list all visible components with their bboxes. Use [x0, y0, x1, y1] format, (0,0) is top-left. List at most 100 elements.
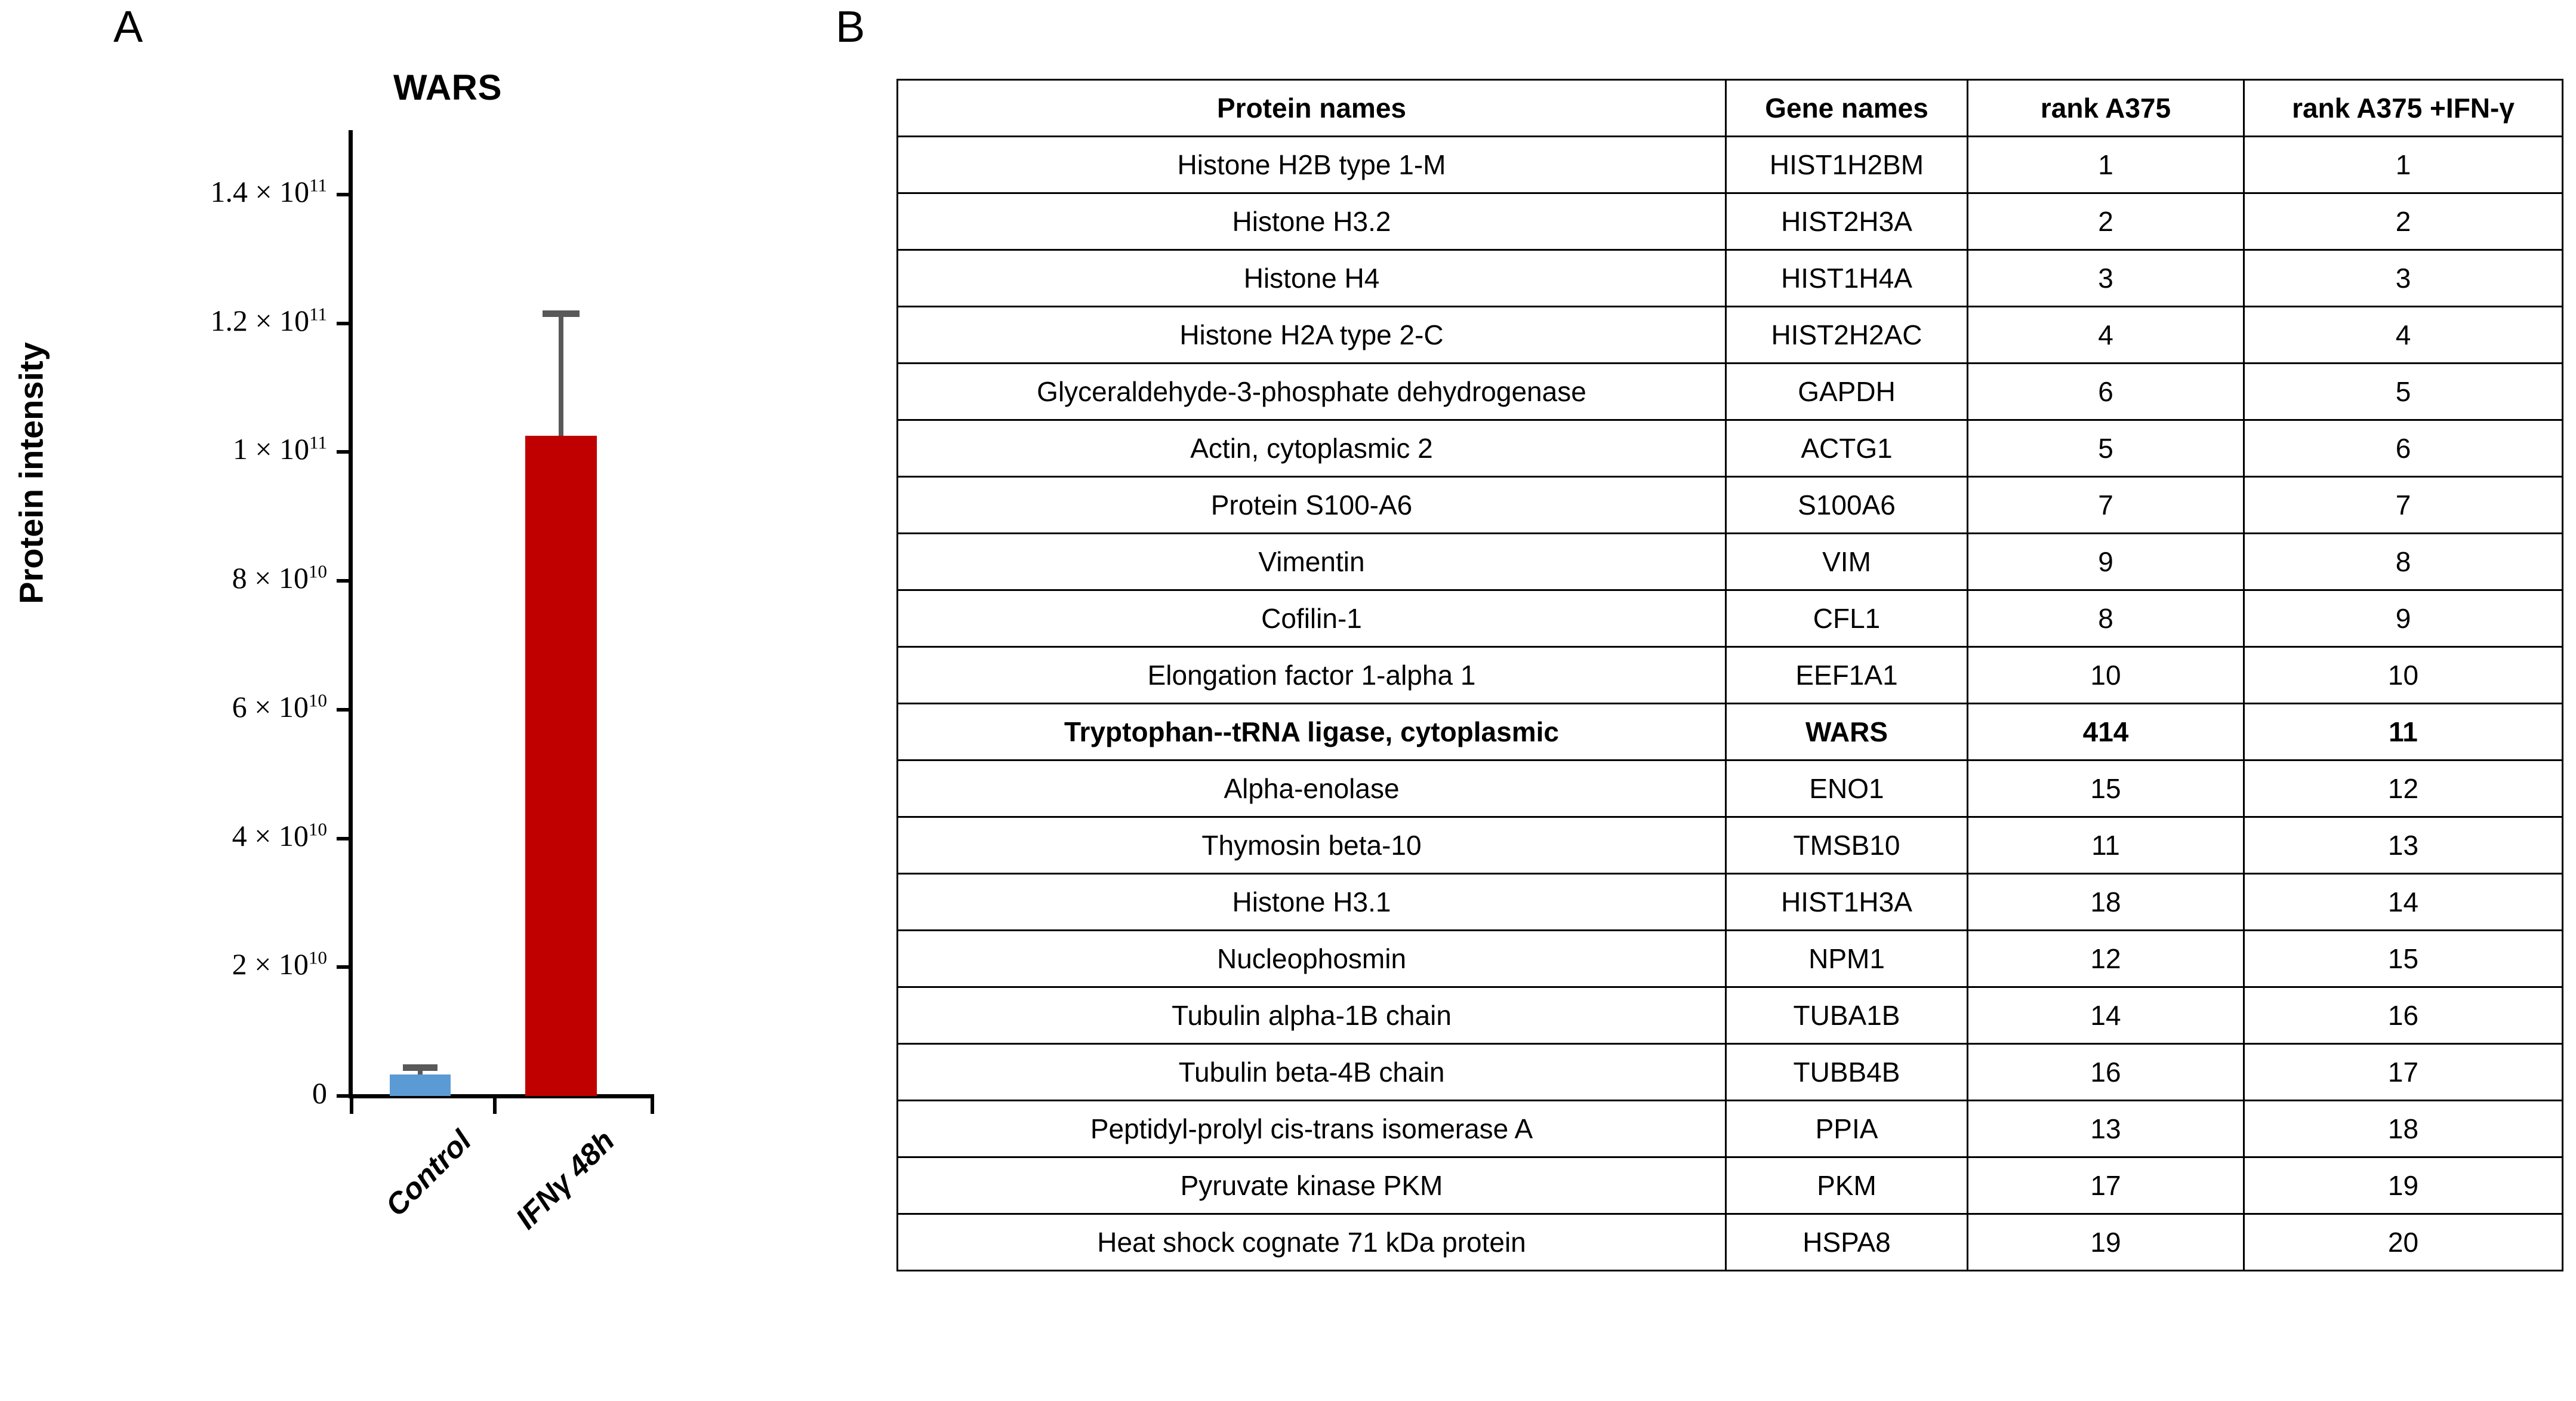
cell-gene-name: HSPA8	[1725, 1213, 1968, 1271]
cell-rank-a375-ifng: 13	[2243, 816, 2563, 875]
cell-rank-a375: 5	[1967, 419, 2245, 478]
y-axis-tick-label: 1.2 × 1011	[210, 303, 327, 337]
cell-protein-name: Peptidyl-prolyl cis-trans isomerase A	[896, 1100, 1727, 1158]
cell-rank-a375: 13	[1967, 1100, 2245, 1158]
cell-rank-a375: 7	[1967, 476, 2245, 534]
cell-gene-name: EEF1A1	[1725, 646, 1968, 704]
cell-rank-a375: 18	[1967, 873, 2245, 931]
cell-gene-name: HIST1H2BM	[1725, 136, 1968, 194]
cell-rank-a375-ifng: 14	[2243, 873, 2563, 931]
col-header-rank-a375: rank A375	[1967, 79, 2245, 137]
bar-ifng	[525, 436, 597, 1096]
cell-rank-a375-ifng: 9	[2243, 589, 2563, 648]
y-axis-tick-label: 2 × 1010	[232, 947, 327, 981]
x-axis-tick	[493, 1098, 497, 1114]
cell-rank-a375-ifng: 1	[2243, 136, 2563, 194]
error-bar-cap	[403, 1064, 437, 1071]
table-header-row: Protein names Gene names rank A375 rank …	[896, 79, 2563, 137]
cell-protein-name: Histone H2A type 2-C	[896, 306, 1727, 364]
col-header-gene-names: Gene names	[1725, 79, 1968, 137]
y-axis-tick	[337, 579, 349, 583]
cell-protein-name: Tubulin alpha-1B chain	[896, 986, 1727, 1045]
x-axis-label-ifng-48h: IFNγ 48h	[509, 1123, 621, 1236]
cell-rank-a375: 15	[1967, 759, 2245, 818]
cell-rank-a375-ifng: 5	[2243, 362, 2563, 421]
cell-rank-a375: 3	[1967, 249, 2245, 307]
cell-gene-name: S100A6	[1725, 476, 1968, 534]
y-axis-tick-label: 6 × 1010	[232, 689, 327, 723]
y-axis-line	[349, 130, 353, 1098]
cell-gene-name: VIM	[1725, 532, 1968, 591]
cell-gene-name: PKM	[1725, 1156, 1968, 1215]
panel-letter-a: A	[113, 2, 143, 51]
cell-rank-a375: 16	[1967, 1043, 2245, 1101]
cell-rank-a375-ifng: 16	[2243, 986, 2563, 1045]
cell-rank-a375: 11	[1967, 816, 2245, 875]
cell-gene-name: GAPDH	[1725, 362, 1968, 421]
cell-gene-name: ENO1	[1725, 759, 1968, 818]
y-axis-tick-label: 1.4 × 1011	[210, 174, 327, 208]
cell-rank-a375-ifng: 3	[2243, 249, 2563, 307]
cell-gene-name: WARS	[1725, 703, 1968, 761]
col-header-protein-names: Protein names	[896, 79, 1727, 137]
cell-rank-a375: 14	[1967, 986, 2245, 1045]
cell-protein-name: Histone H3.1	[896, 873, 1727, 931]
bar-control	[390, 1074, 451, 1096]
cell-protein-name: Tubulin beta-4B chain	[896, 1043, 1727, 1101]
x-axis-line	[349, 1094, 654, 1098]
panel-letter-b: B	[836, 2, 865, 51]
y-axis-tick	[337, 1094, 349, 1098]
cell-rank-a375-ifng: 12	[2243, 759, 2563, 818]
cell-rank-a375-ifng: 18	[2243, 1100, 2563, 1158]
cell-rank-a375: 2	[1967, 192, 2245, 251]
cell-rank-a375-ifng: 2	[2243, 192, 2563, 251]
y-axis-tick-label: 1 × 1011	[232, 432, 327, 466]
cell-rank-a375-ifng: 15	[2243, 929, 2563, 988]
cell-gene-name: HIST2H3A	[1725, 192, 1968, 251]
cell-gene-name: HIST1H3A	[1725, 873, 1968, 931]
y-axis-title: Protein intensity	[12, 342, 50, 604]
cell-gene-name: ACTG1	[1725, 419, 1968, 478]
y-axis-tick	[337, 192, 349, 196]
cell-rank-a375-ifng: 17	[2243, 1043, 2563, 1101]
cell-protein-name: Vimentin	[896, 532, 1727, 591]
cell-protein-name: Thymosin beta-10	[896, 816, 1727, 875]
cell-rank-a375: 1	[1967, 136, 2245, 194]
cell-gene-name: HIST1H4A	[1725, 249, 1968, 307]
cell-rank-a375-ifng: 8	[2243, 532, 2563, 591]
x-axis-tick	[651, 1098, 654, 1114]
cell-gene-name: TUBA1B	[1725, 986, 1968, 1045]
cell-rank-a375: 9	[1967, 532, 2245, 591]
cell-protein-name: Tryptophan--tRNA ligase, cytoplasmic	[896, 703, 1727, 761]
y-axis-tick-label: 4 × 1010	[232, 818, 327, 852]
cell-gene-name: CFL1	[1725, 589, 1968, 648]
cell-gene-name: TUBB4B	[1725, 1043, 1968, 1101]
cell-rank-a375: 10	[1967, 646, 2245, 704]
error-bar-stem	[559, 310, 563, 436]
cell-rank-a375: 17	[1967, 1156, 2245, 1215]
cell-rank-a375-ifng: 10	[2243, 646, 2563, 704]
cell-gene-name: NPM1	[1725, 929, 1968, 988]
cell-protein-name: Pyruvate kinase PKM	[896, 1156, 1727, 1215]
error-bar-cap	[543, 310, 580, 318]
cell-protein-name: Heat shock cognate 71 kDa protein	[896, 1213, 1727, 1271]
y-axis-tick	[337, 965, 349, 969]
cell-protein-name: Protein S100-A6	[896, 476, 1727, 534]
cell-protein-name: Histone H4	[896, 249, 1727, 307]
cell-gene-name: HIST2H2AC	[1725, 306, 1968, 364]
x-axis-label-control: Control	[379, 1123, 478, 1223]
cell-protein-name: Alpha-enolase	[896, 759, 1727, 818]
cell-rank-a375: 12	[1967, 929, 2245, 988]
